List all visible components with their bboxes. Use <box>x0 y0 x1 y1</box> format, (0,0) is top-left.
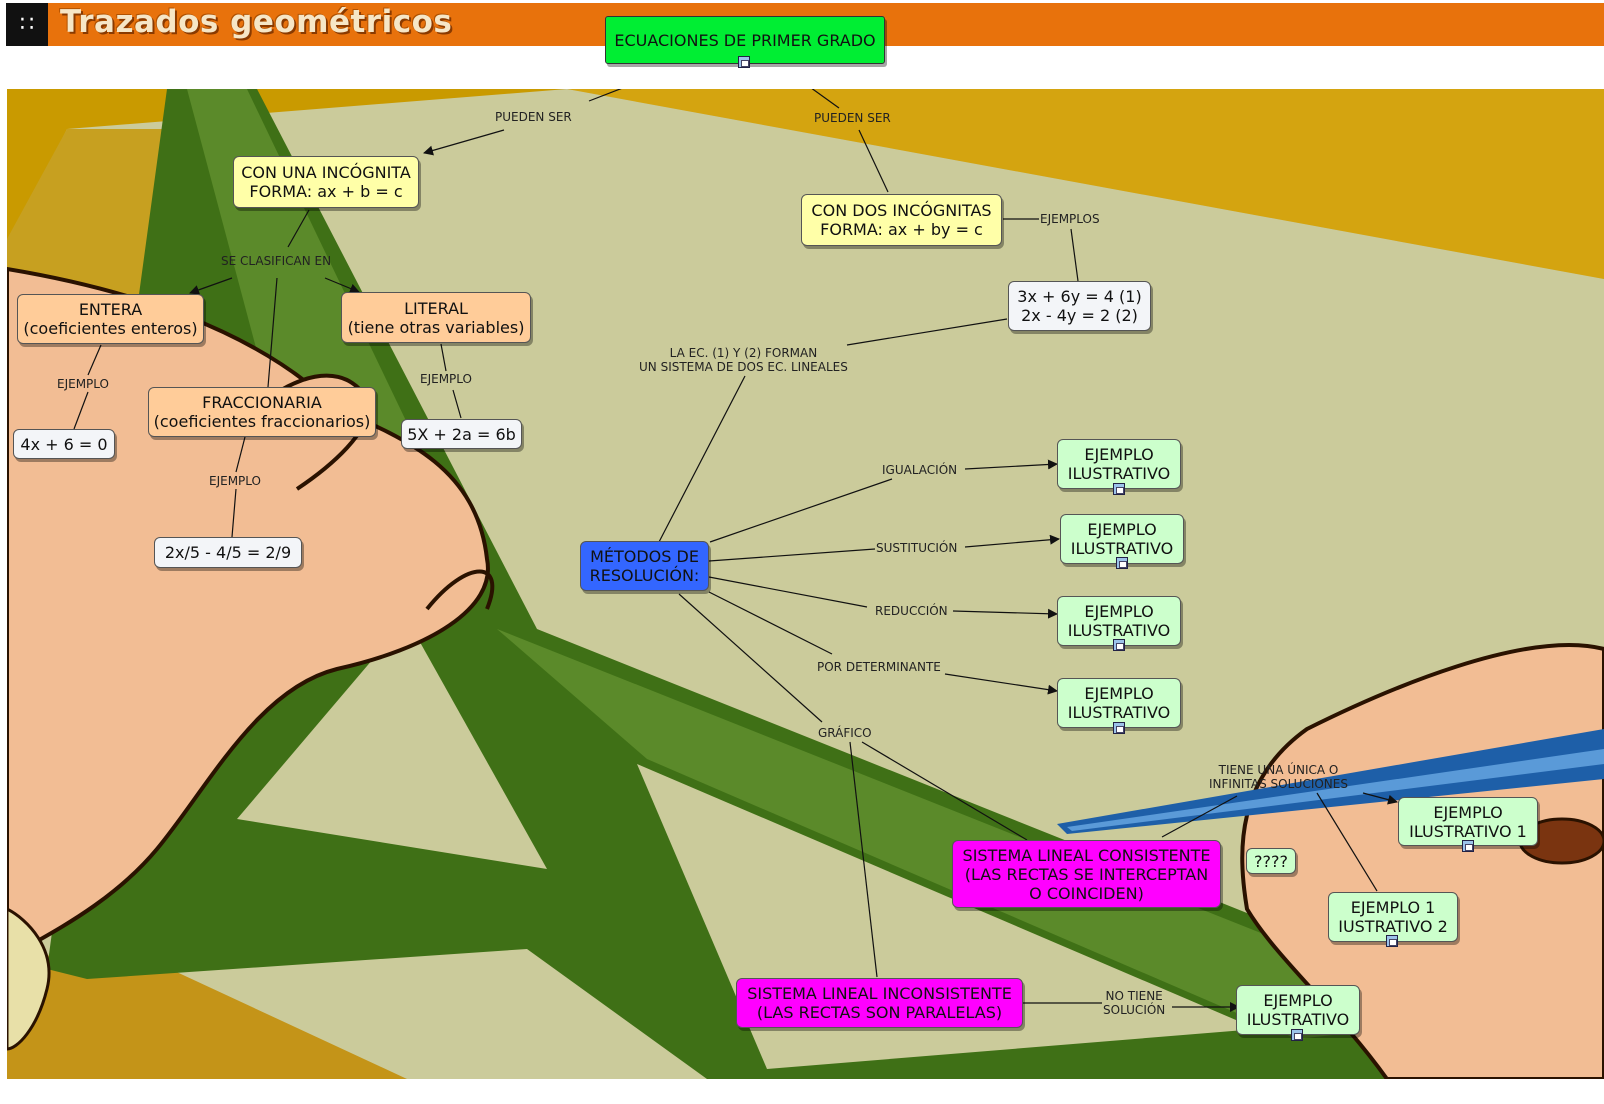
video-icon[interactable] <box>1113 722 1125 734</box>
image-icon[interactable] <box>1113 639 1125 651</box>
label-igualacion: IGUALACIÓN <box>882 463 958 477</box>
dotted-cross-icon: ∷ <box>6 3 48 46</box>
node-ejemplo-entera[interactable]: 4x + 6 = 0 <box>13 429 115 459</box>
node-sistema-ecuaciones[interactable]: 3x + 6y = 4 (1)2x - 4y = 2 (2) <box>1008 281 1151 331</box>
image-icon[interactable] <box>1291 1029 1303 1041</box>
image-icon[interactable] <box>1462 840 1474 852</box>
node-sistema-consistente[interactable]: SISTEMA LINEAL CONSISTENTE(LAS RECTAS SE… <box>952 840 1221 908</box>
label-pueden-ser-una: PUEDEN SER <box>495 110 572 124</box>
node-sistema-inconsistente[interactable]: SISTEMA LINEAL INCONSISTENTE(LAS RECTAS … <box>736 978 1023 1028</box>
node-ejemplo-literal[interactable]: 5X + 2a = 6b <box>401 419 522 449</box>
node-question-marks[interactable]: ???? <box>1246 848 1296 874</box>
image-icon[interactable] <box>1386 935 1398 947</box>
page-title: Trazados geométricos <box>60 4 453 40</box>
background-illustration <box>7 89 1604 1079</box>
label-ejemplo-fraccionaria: EJEMPLO <box>209 474 261 488</box>
document-icon[interactable] <box>738 56 750 68</box>
label-por-determinante: POR DETERMINANTE <box>817 660 941 674</box>
label-se-clasifican: SE CLASIFICAN EN <box>221 254 332 268</box>
concept-map-canvas: PUEDEN SER PUEDEN SER SE CLASIFICAN EN E… <box>7 16 1604 1079</box>
label-reduccion: REDUCCIÓN <box>875 604 948 618</box>
label-ejemplo-entera: EJEMPLO <box>57 377 109 391</box>
label-pueden-ser-dos: PUEDEN SER <box>814 111 891 125</box>
label-ejemplos: EJEMPLOS <box>1040 212 1100 226</box>
node-ejemplo-fraccionaria[interactable]: 2x/5 - 4/5 = 2/9 <box>154 537 302 568</box>
image-icon[interactable] <box>1116 557 1128 569</box>
image-icon[interactable] <box>1113 483 1125 495</box>
node-literal[interactable]: LITERAL(tiene otras variables) <box>341 292 531 343</box>
connector-lines <box>73 89 1398 1012</box>
label-grafico: GRÁFICO <box>818 726 872 740</box>
label-sustitucion: SUSTITUCIÓN <box>876 541 958 555</box>
node-entera[interactable]: ENTERA(coeficientes enteros) <box>17 294 204 344</box>
node-fraccionaria[interactable]: FRACCIONARIA(coeficientes fraccionarios) <box>148 387 376 437</box>
label-ejemplo-literal: EJEMPLO <box>420 372 472 386</box>
